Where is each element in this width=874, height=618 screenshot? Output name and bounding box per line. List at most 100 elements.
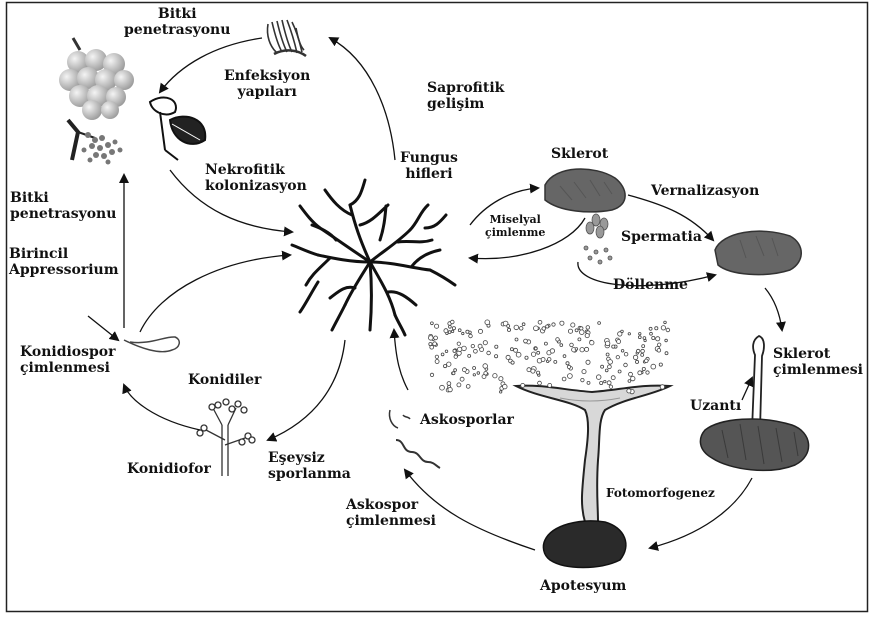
ascospore-dot — [452, 327, 455, 330]
sclerotium-icon — [715, 231, 801, 274]
ascospore-dot — [534, 347, 537, 350]
leaf-icon — [150, 97, 205, 160]
ascospore-dot — [469, 334, 473, 338]
ascospore-dot — [600, 381, 603, 384]
label-mycelial-germination: Miselyal çimlenme — [485, 213, 545, 239]
ascospore-dot — [522, 323, 525, 326]
ascospore-dot — [473, 367, 476, 370]
ascospore-dot — [642, 367, 645, 370]
ascospore-dot — [435, 360, 439, 364]
ascospore-dot — [448, 387, 452, 391]
ascospore-dot — [538, 381, 542, 385]
ascospore-dot — [510, 348, 513, 351]
ascospore-dot — [531, 352, 535, 356]
ascospore-dot — [567, 365, 570, 368]
ascospore-dot — [628, 333, 630, 335]
ascospore-dot — [665, 339, 668, 342]
ascospore-dot — [661, 326, 665, 330]
ascospore-dot — [515, 338, 518, 341]
ascospore-dot — [537, 371, 540, 374]
ascospore-dot — [477, 372, 480, 375]
ascospore-dot — [568, 374, 573, 379]
ascospore-dot — [637, 349, 640, 352]
ascospore-dot — [495, 355, 498, 358]
ascospore-dot — [429, 336, 434, 341]
label-conidia: Konidiler — [188, 372, 261, 388]
ascospore-dot — [452, 372, 455, 375]
ascospore-dot — [448, 331, 451, 334]
label-extension: Uzantı — [690, 398, 741, 414]
ascospore-dot — [466, 330, 469, 333]
ascospore-dot — [462, 346, 467, 351]
ascospore-dot — [621, 330, 624, 333]
ascospore-dot — [560, 344, 563, 347]
label-primary-appressorium: Birincil Appressorium — [9, 246, 119, 278]
ascospore-dot — [560, 321, 564, 325]
label-asexual-sporulation: Eşeysiz sporlanma — [268, 450, 351, 482]
ascospore-dot — [659, 363, 662, 366]
ascospore-dot — [642, 345, 645, 348]
ascospore-dot — [458, 347, 462, 351]
ascospore-dot — [580, 330, 585, 335]
ascospore-dot — [660, 385, 664, 389]
ascospore-dot — [585, 334, 589, 338]
ascospore-dot — [495, 345, 498, 348]
ascospore-dot — [493, 374, 497, 378]
ascospore-dot — [440, 385, 445, 390]
ascospore-dot — [641, 353, 644, 356]
ascospore-dot — [587, 381, 590, 384]
ascospore-dot — [606, 353, 609, 356]
arrow-spore-to-hyphae — [140, 255, 290, 332]
label-vernalization: Vernalizasyon — [651, 183, 759, 199]
arrow-appressorium-to-spore — [88, 316, 118, 340]
label-infection-structures: Enfeksiyon yapıları — [224, 68, 310, 100]
label-fungal-hyphae: Fungus hifleri — [400, 150, 458, 182]
ascospore-dot — [429, 343, 432, 346]
ascospore-dot — [566, 362, 569, 365]
ascospore-dot — [618, 370, 621, 373]
ascospore-dot — [471, 344, 474, 347]
ascospore-dot — [621, 350, 624, 353]
ascospore-dot — [631, 376, 635, 380]
ascospore-dot — [538, 320, 542, 324]
ascospore-dot — [563, 355, 566, 358]
ascospore-dot — [607, 381, 611, 385]
ascospore-dot — [596, 375, 601, 380]
ascospore-dot — [568, 329, 572, 333]
ascospore-dot — [562, 377, 566, 381]
ascospore-dot — [649, 327, 652, 330]
ascospore-dot — [541, 358, 545, 362]
ascospore-dot — [609, 385, 612, 388]
ascospore-dot — [460, 377, 464, 381]
ascospore-dot — [462, 368, 466, 372]
infection-structure-icon — [267, 20, 306, 56]
ascospore-dot — [473, 374, 475, 376]
label-spermatia: Spermatia — [621, 229, 702, 245]
ascospore-dot — [608, 365, 612, 369]
ascospore-dot — [629, 372, 633, 376]
ascospore-dot — [664, 321, 667, 324]
ascospore-dot — [586, 360, 590, 364]
ascospore-dot — [586, 326, 590, 330]
ascospore-dot — [666, 328, 670, 332]
ascospore-dot — [503, 384, 508, 389]
ascospore-dot — [544, 342, 547, 345]
ascospore-dot — [453, 349, 456, 352]
ascospore-dot — [611, 376, 615, 380]
ascospore-dot — [638, 371, 642, 375]
ascospore-dot — [641, 349, 645, 353]
ascospore-dot — [478, 329, 482, 333]
ascospore-dot — [616, 356, 619, 359]
ascospore-dot — [552, 323, 555, 326]
ascospore-dot — [633, 355, 637, 359]
ascospore-dot — [624, 352, 628, 356]
ascospore-dot — [556, 338, 560, 342]
ascospore-dot — [447, 382, 451, 386]
ascospore-dot — [646, 371, 649, 374]
ascospore-dot — [478, 344, 482, 348]
grape-cluster-icon — [59, 38, 134, 120]
ascospore-dot — [430, 373, 433, 376]
ascospore-dot — [514, 325, 519, 330]
apothecium-icon — [516, 386, 670, 568]
ascospore-dot — [590, 341, 594, 345]
